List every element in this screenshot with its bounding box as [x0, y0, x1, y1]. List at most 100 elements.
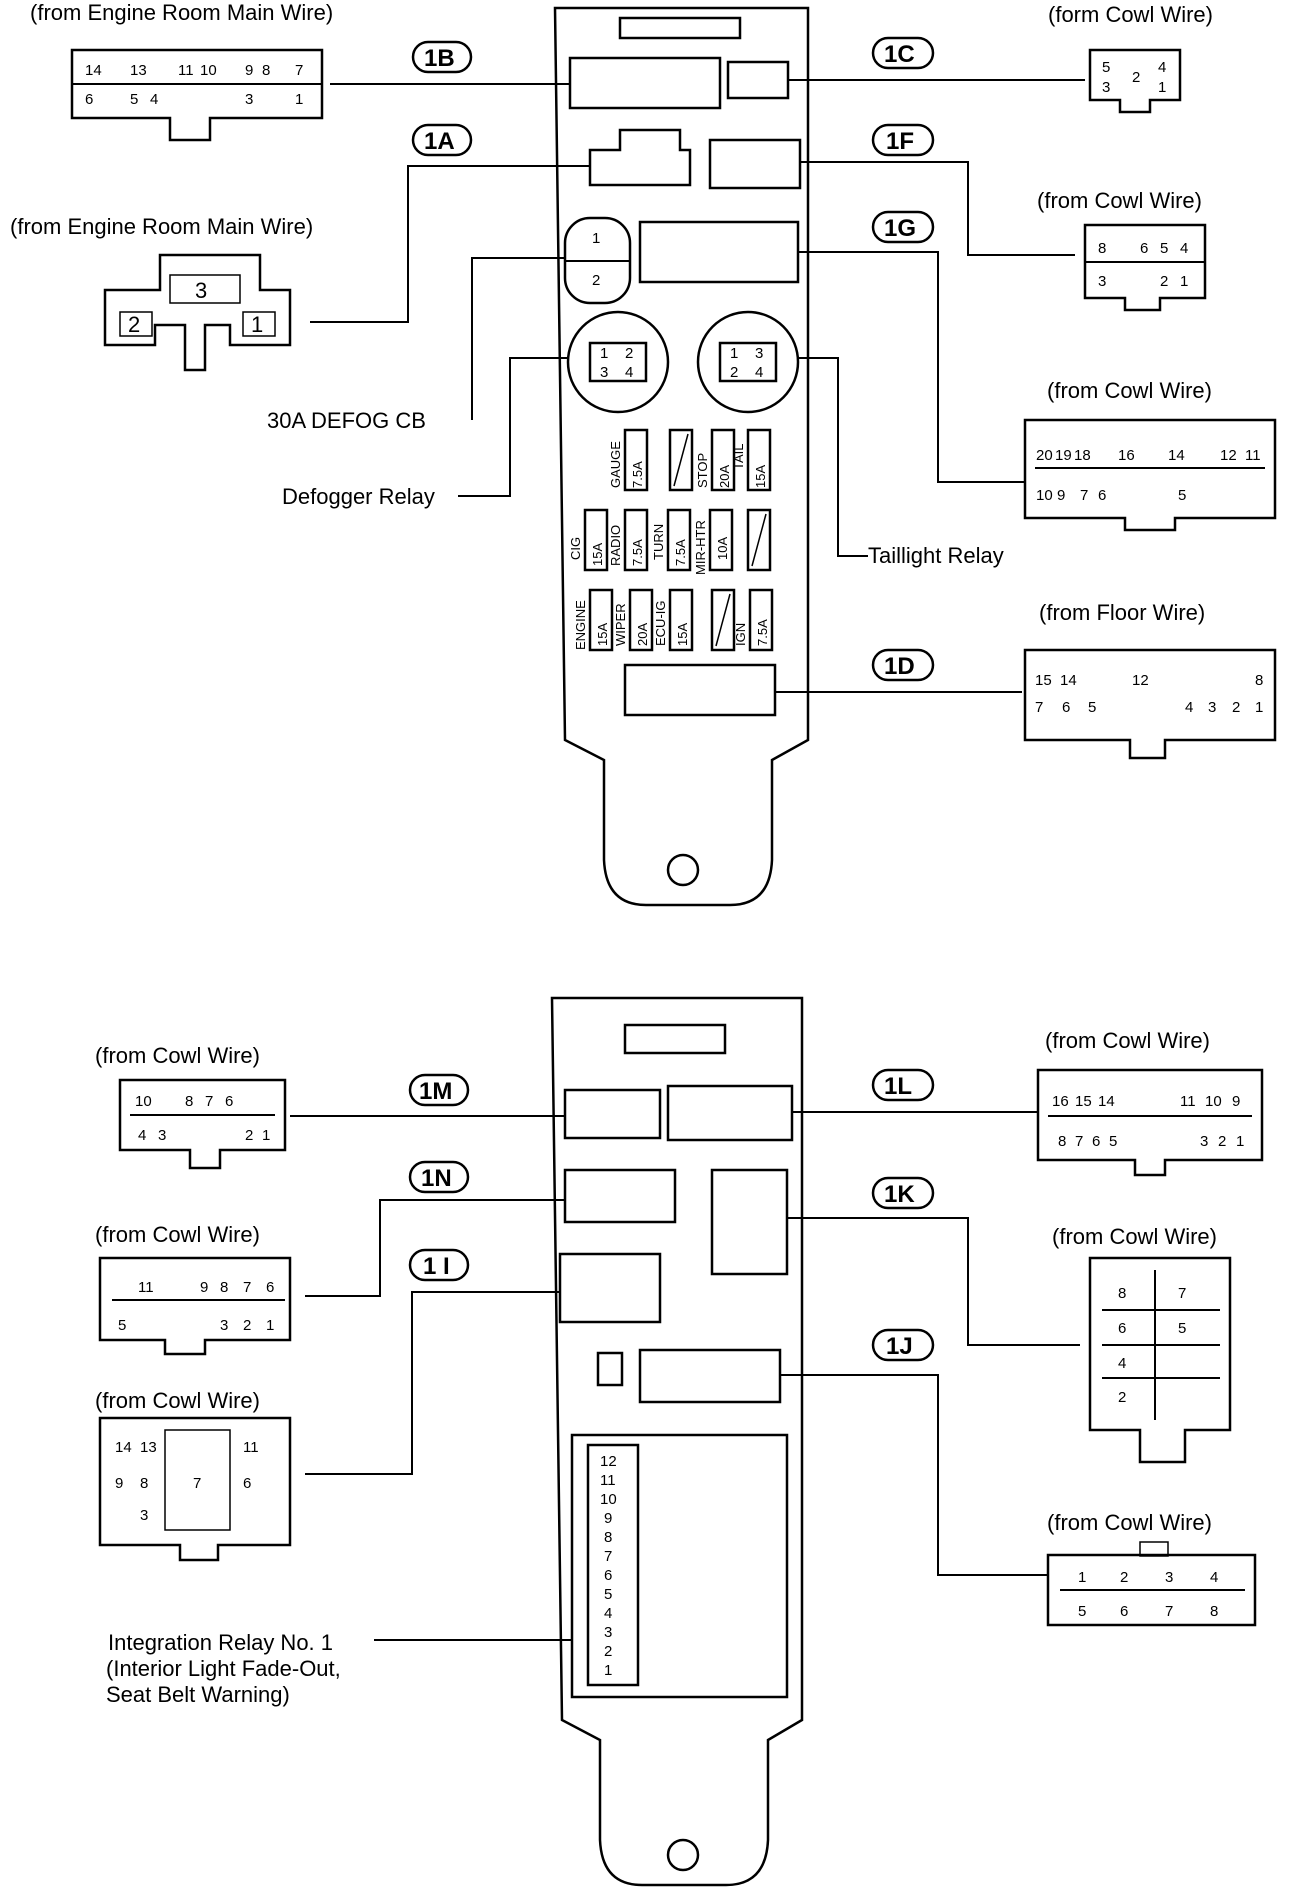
svg-text:12: 12 — [1220, 447, 1237, 464]
label-integration-relay: Integration Relay No. 1 — [108, 1630, 333, 1655]
label-1i-source: (from Cowl Wire) — [95, 1388, 260, 1413]
svg-text:2: 2 — [592, 272, 600, 289]
top-labels: (from Engine Room Main Wire) (from Engin… — [10, 0, 1213, 625]
svg-text:3: 3 — [1165, 1569, 1173, 1586]
svg-text:2: 2 — [1218, 1133, 1226, 1150]
svg-text:11: 11 — [138, 1279, 154, 1296]
svg-text:1G: 1G — [884, 215, 916, 242]
svg-text:3: 3 — [195, 278, 207, 303]
svg-text:3: 3 — [245, 91, 253, 108]
svg-text:1 I: 1 I — [423, 1253, 450, 1280]
svg-text:4: 4 — [1210, 1569, 1218, 1586]
svg-text:1: 1 — [251, 312, 263, 337]
svg-text:8: 8 — [185, 1093, 193, 1110]
svg-text:7.5A: 7.5A — [630, 461, 645, 488]
svg-text:TAIL: TAIL — [731, 444, 746, 471]
svg-text:20: 20 — [1036, 447, 1053, 464]
svg-text:16: 16 — [1118, 447, 1135, 464]
svg-text:5: 5 — [1178, 1320, 1186, 1337]
svg-text:STOP: STOP — [695, 453, 710, 488]
svg-text:6: 6 — [604, 1567, 612, 1584]
socket-1j — [638, 1348, 782, 1404]
svg-text:1F: 1F — [886, 128, 914, 155]
bottom-junction-block: 12 11 10 9 8 7 6 5 4 3 2 1 — [550, 996, 804, 1887]
svg-text:6: 6 — [85, 91, 93, 108]
svg-text:4: 4 — [1158, 59, 1166, 76]
svg-text:10A: 10A — [715, 537, 730, 560]
svg-text:5: 5 — [1109, 1133, 1117, 1150]
svg-text:GAUGE: GAUGE — [608, 441, 623, 488]
svg-text:2: 2 — [625, 345, 633, 362]
svg-text:3: 3 — [220, 1317, 228, 1334]
svg-text:1: 1 — [600, 345, 608, 362]
svg-text:6: 6 — [243, 1475, 251, 1492]
connector-1d: 15 14 12 8 7 6 5 4 3 2 1 — [1023, 648, 1277, 760]
svg-text:5: 5 — [130, 91, 138, 108]
svg-text:12: 12 — [600, 1453, 617, 1470]
svg-text:2: 2 — [1232, 699, 1240, 716]
svg-text:11: 11 — [1180, 1093, 1196, 1110]
connector-1f: 8 6 5 4 3 2 1 — [1083, 223, 1207, 312]
svg-text:1: 1 — [730, 345, 738, 362]
svg-text:1: 1 — [295, 91, 303, 108]
svg-text:MIR-HTR: MIR-HTR — [693, 520, 708, 575]
svg-text:18: 18 — [1074, 447, 1091, 464]
svg-text:1K: 1K — [884, 1181, 915, 1208]
svg-text:6: 6 — [266, 1279, 274, 1296]
svg-text:3: 3 — [1208, 699, 1216, 716]
svg-text:8: 8 — [1118, 1285, 1126, 1302]
svg-text:8: 8 — [220, 1279, 228, 1296]
svg-text:2: 2 — [243, 1317, 251, 1334]
svg-text:10: 10 — [135, 1093, 152, 1110]
svg-text:14: 14 — [1168, 447, 1185, 464]
svg-text:TURN: TURN — [651, 524, 666, 560]
svg-text:RADIO: RADIO — [608, 525, 623, 566]
svg-text:3: 3 — [158, 1127, 166, 1144]
svg-text:10: 10 — [1205, 1093, 1222, 1110]
socket-1a — [588, 128, 692, 187]
svg-text:11: 11 — [1245, 447, 1261, 464]
svg-text:4: 4 — [1185, 699, 1193, 716]
label-relay-function-1: (Interior Light Fade-Out, — [106, 1656, 341, 1681]
label-1b-source: (from Engine Room Main Wire) — [30, 0, 333, 25]
svg-text:9: 9 — [245, 62, 253, 79]
svg-text:9: 9 — [1057, 487, 1065, 504]
label-defog-cb: 30A DEFOG CB — [267, 408, 426, 433]
svg-text:2: 2 — [604, 1643, 612, 1660]
svg-text:6: 6 — [1098, 487, 1106, 504]
connector-1l: 16 15 14 11 10 9 8 7 6 5 3 2 1 — [1036, 1068, 1264, 1177]
svg-text:13: 13 — [140, 1439, 157, 1456]
svg-text:7: 7 — [205, 1093, 213, 1110]
svg-text:6: 6 — [1118, 1320, 1126, 1337]
svg-text:2: 2 — [1120, 1569, 1128, 1586]
svg-text:6: 6 — [1140, 240, 1148, 257]
svg-text:16: 16 — [1052, 1093, 1069, 1110]
svg-text:IGN: IGN — [733, 623, 748, 646]
svg-text:8: 8 — [1210, 1603, 1218, 1620]
svg-text:20A: 20A — [635, 623, 650, 646]
svg-text:1: 1 — [1255, 699, 1263, 716]
svg-text:7.5A: 7.5A — [673, 539, 688, 566]
label-1j-source: (from Cowl Wire) — [1047, 1510, 1212, 1535]
socket-1k — [710, 1168, 789, 1276]
svg-text:15A: 15A — [753, 465, 768, 488]
svg-text:4: 4 — [604, 1605, 612, 1622]
svg-text:8: 8 — [1098, 240, 1106, 257]
svg-text:1: 1 — [604, 1662, 612, 1679]
svg-text:3: 3 — [600, 364, 608, 381]
connector-1m: 10 8 7 6 4 3 2 1 — [118, 1078, 287, 1170]
svg-text:11: 11 — [243, 1439, 259, 1456]
socket-1f — [708, 138, 802, 190]
svg-text:13: 13 — [130, 62, 147, 79]
fuse-row-3: 15A ENGINE 20A WIPER 15A ECU-IG 7.5A IGN — [573, 588, 774, 652]
svg-text:8: 8 — [262, 62, 270, 79]
connector-1g: 20 19 18 16 14 12 11 10 9 7 6 5 — [1023, 418, 1277, 532]
svg-text:1: 1 — [592, 230, 600, 247]
top-junction-block: 1 2 1 2 3 4 1 3 2 4 7.5A GAUGE 20A STOP … — [553, 6, 810, 907]
svg-text:CIG: CIG — [568, 537, 583, 560]
connector-1j: 1 2 3 4 5 6 7 8 — [1046, 1541, 1257, 1627]
svg-text:4: 4 — [150, 91, 158, 108]
svg-text:1: 1 — [1236, 1133, 1244, 1150]
svg-text:4: 4 — [138, 1127, 146, 1144]
svg-text:7: 7 — [1178, 1285, 1186, 1302]
